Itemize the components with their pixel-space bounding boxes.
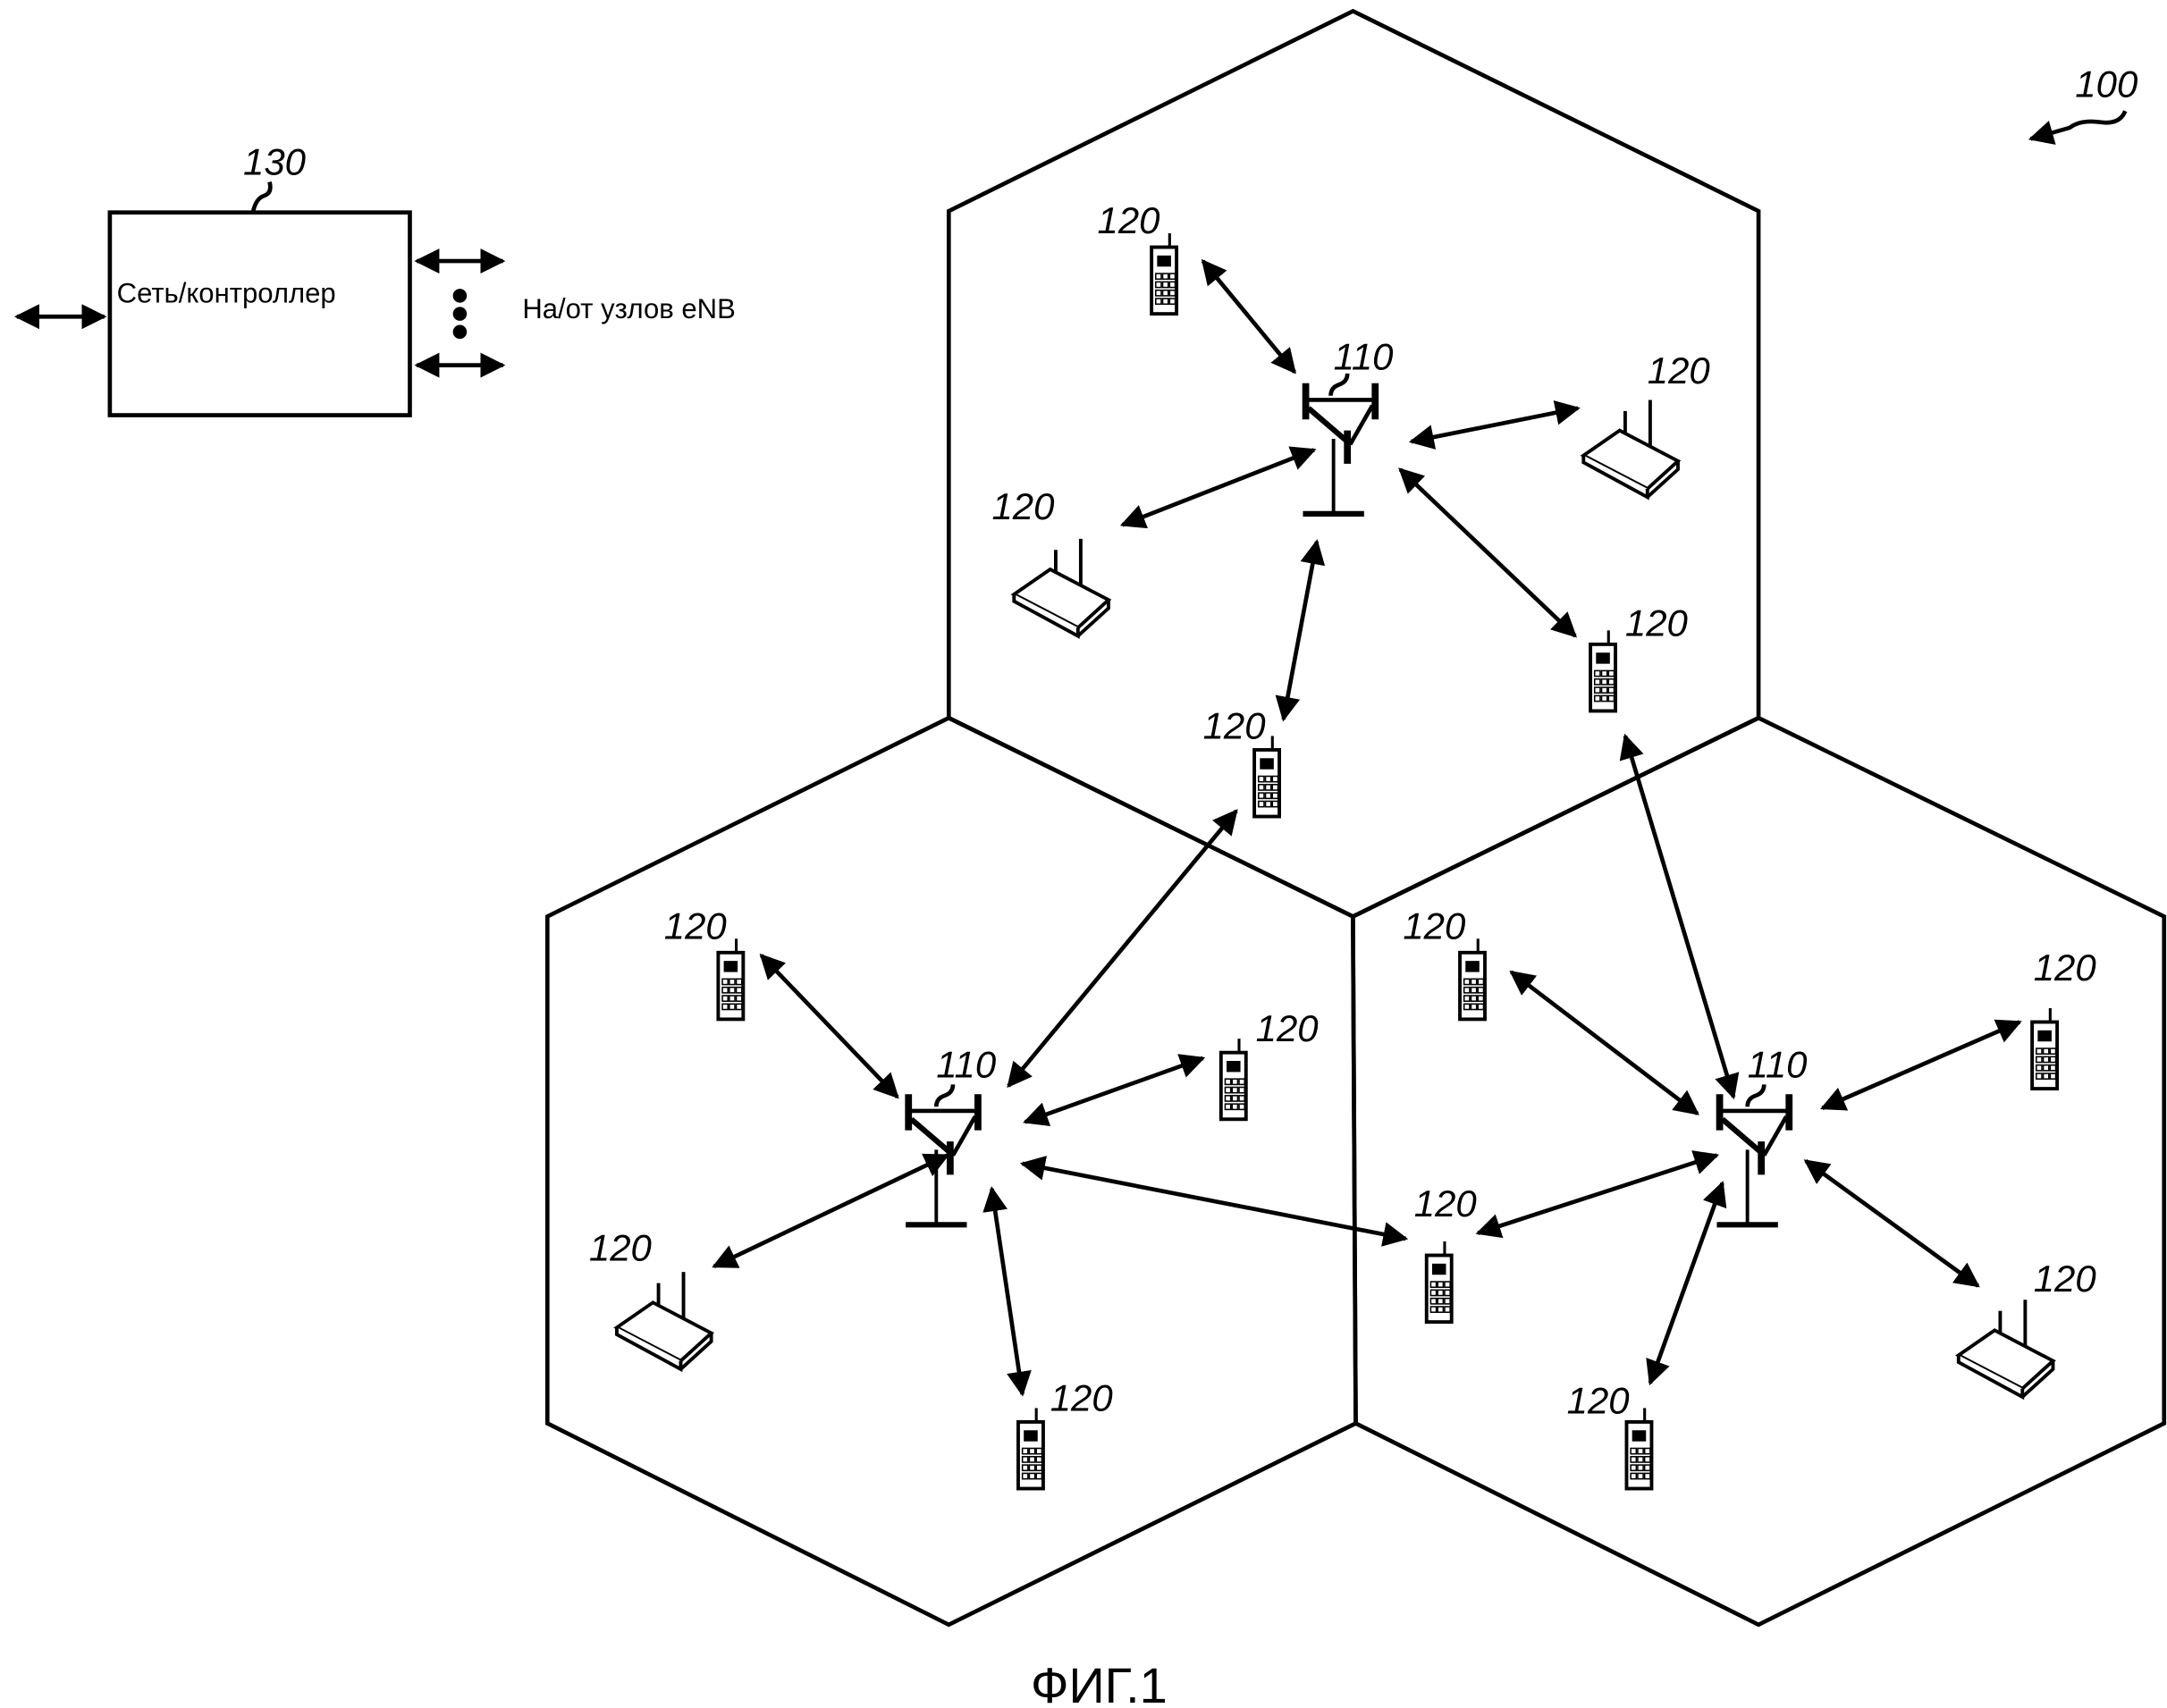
- base-station-top: 110: [1303, 335, 1394, 514]
- link-arrow: [1509, 970, 1699, 1115]
- ue-router: 120: [991, 485, 1110, 638]
- ue-label: 120: [991, 485, 1054, 527]
- ellipsis-dot: [452, 324, 468, 340]
- link-arrow: [712, 1153, 950, 1269]
- figure-caption: ФИГ.1: [1031, 1657, 1168, 1708]
- link-arrow: [1201, 258, 1296, 374]
- link-arrow: [1619, 733, 1740, 1100]
- system-reference: 100: [2028, 63, 2137, 145]
- link-arrow: [1398, 467, 1578, 638]
- ue-phone: 120: [1403, 904, 1487, 1022]
- link-arrow: [1007, 809, 1238, 1089]
- ue-phone: 120: [1016, 1377, 1113, 1491]
- ue-label: 120: [589, 1227, 652, 1269]
- ellipsis-dot: [452, 307, 468, 321]
- bottom-right-cell-hexagon: [1351, 715, 2167, 1628]
- link-arrow: [759, 953, 899, 1099]
- ue-phone: 120: [1414, 1182, 1477, 1325]
- link-arrow: [1019, 1156, 1409, 1247]
- ue-label: 120: [1098, 199, 1160, 241]
- link-arrow: [1819, 1019, 2022, 1111]
- ue-label: 120: [1567, 1380, 1630, 1422]
- ue-label: 120: [1203, 705, 1266, 747]
- base-station-label: 110: [936, 1044, 996, 1086]
- ue-label: 120: [1414, 1182, 1477, 1224]
- ue-phone: 120: [664, 904, 746, 1022]
- link-arrow: [1646, 1181, 1727, 1386]
- ue-phone: 120: [1218, 1007, 1319, 1122]
- ue-phone: 120: [1098, 199, 1179, 316]
- ellipsis-dot: [452, 289, 468, 303]
- base-station-label: 110: [1334, 335, 1394, 377]
- link-arrow: [1023, 1054, 1206, 1127]
- ue-label: 120: [1625, 602, 1688, 644]
- ue-label: 120: [664, 904, 727, 947]
- link-arrow: [1408, 400, 1581, 450]
- ue-router: 120: [1956, 1258, 2096, 1399]
- ue-router: 120: [589, 1227, 713, 1371]
- link-arrow: [1475, 1150, 1720, 1239]
- wireless-links: [712, 258, 2022, 1397]
- ue-label: 120: [2034, 947, 2096, 989]
- ue-router: 120: [1581, 349, 1710, 500]
- system-ref-label: 100: [2075, 63, 2137, 105]
- controller-label: Сеть/контроллер: [117, 278, 336, 309]
- base-station-bottom-right: 110: [1716, 1044, 1808, 1225]
- link-arrow: [1275, 539, 1326, 722]
- ue-label: 120: [1648, 349, 1710, 391]
- network-controller: Сеть/контроллер 130 На/от узлов eNB: [13, 141, 736, 417]
- link-arrow: [1803, 1158, 1980, 1288]
- ue-phone: 120: [1203, 705, 1282, 819]
- ue-phone: 120: [1567, 1380, 1654, 1491]
- enb-connection-label: На/от узлов eNB: [522, 293, 736, 324]
- ue-phone: 120: [1589, 602, 1688, 713]
- controller-ref: 130: [243, 141, 306, 183]
- link-arrow: [1119, 446, 1317, 529]
- ue-label: 120: [1403, 904, 1465, 947]
- ue-label: 120: [2034, 1258, 2096, 1300]
- base-station-bottom-left: 110: [906, 1044, 996, 1225]
- ue-label: 120: [1256, 1007, 1319, 1049]
- link-arrow: [982, 1186, 1032, 1397]
- ue-label: 120: [1050, 1377, 1113, 1419]
- ue-phone: 120: [2030, 947, 2096, 1091]
- base-station-label: 110: [1748, 1044, 1808, 1086]
